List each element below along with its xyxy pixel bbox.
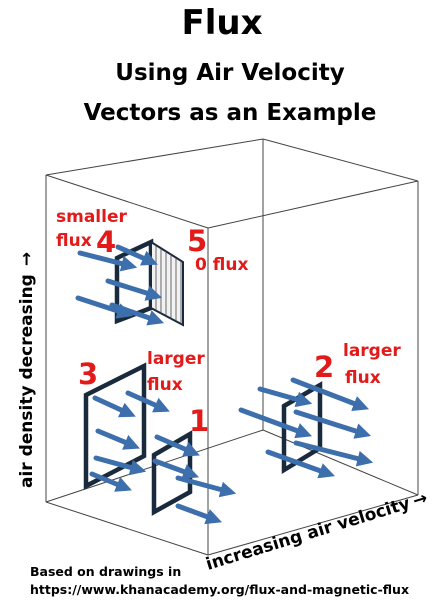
surface-5-number: 5 [187, 224, 207, 258]
surface-4-label-line-2: flux [56, 231, 92, 251]
velocity-arrow [293, 409, 372, 439]
surface-4-number: 4 [96, 225, 116, 259]
surface-2-label-line-2: flux [345, 368, 381, 388]
page-title: Flux [181, 3, 262, 43]
surface-3-number: 3 [78, 357, 98, 391]
surface-5-frame [150, 240, 184, 327]
credit-line-2: https://www.khanacademy.org/flux-and-mag… [30, 582, 409, 597]
surface-3-label-line-2: flux [147, 375, 183, 395]
velocity-arrow [238, 407, 313, 439]
velocity-arrow [95, 428, 140, 450]
subtitle-line-1: Using Air Velocity [115, 60, 344, 86]
subtitle-line-2: Vectors as an Example [84, 100, 377, 126]
velocity-arrow [154, 434, 200, 457]
velocity-arrow [77, 250, 138, 272]
velocity-arrow [175, 475, 237, 498]
velocity-arrows [75, 244, 374, 525]
velocity-arrow [152, 458, 200, 480]
surface-4-label-line-1: smaller [56, 207, 127, 227]
velocity-arrow [175, 503, 223, 525]
x-axis-label: increasing air velocity→ [204, 488, 430, 575]
velocity-arrow [115, 244, 158, 266]
surface-3-label-line-1: larger [147, 349, 205, 369]
surface-1-frame [151, 430, 193, 516]
surface-2-number: 2 [314, 350, 334, 384]
surface-3-frame [83, 362, 147, 490]
credit-line-1: Based on drawings in [30, 564, 181, 579]
velocity-arrow [89, 471, 132, 492]
velocity-arrow [257, 386, 313, 408]
surface-1-number: 1 [189, 404, 209, 438]
velocity-arrow [75, 295, 134, 319]
velocity-arrow [92, 395, 136, 418]
surface-5-label: 0 flux [195, 255, 248, 275]
velocity-arrow [125, 390, 170, 413]
y-axis-label: air density decreasing→ [17, 252, 37, 488]
velocity-arrow [105, 278, 163, 301]
surface-2-label-line-1: larger [343, 341, 401, 361]
velocity-arrow [93, 455, 147, 476]
box-wireframe [45, 138, 419, 556]
velocity-arrow [265, 449, 336, 479]
velocity-arrow [293, 440, 374, 467]
velocity-arrow [109, 302, 165, 326]
velocity-arrow [290, 377, 369, 412]
